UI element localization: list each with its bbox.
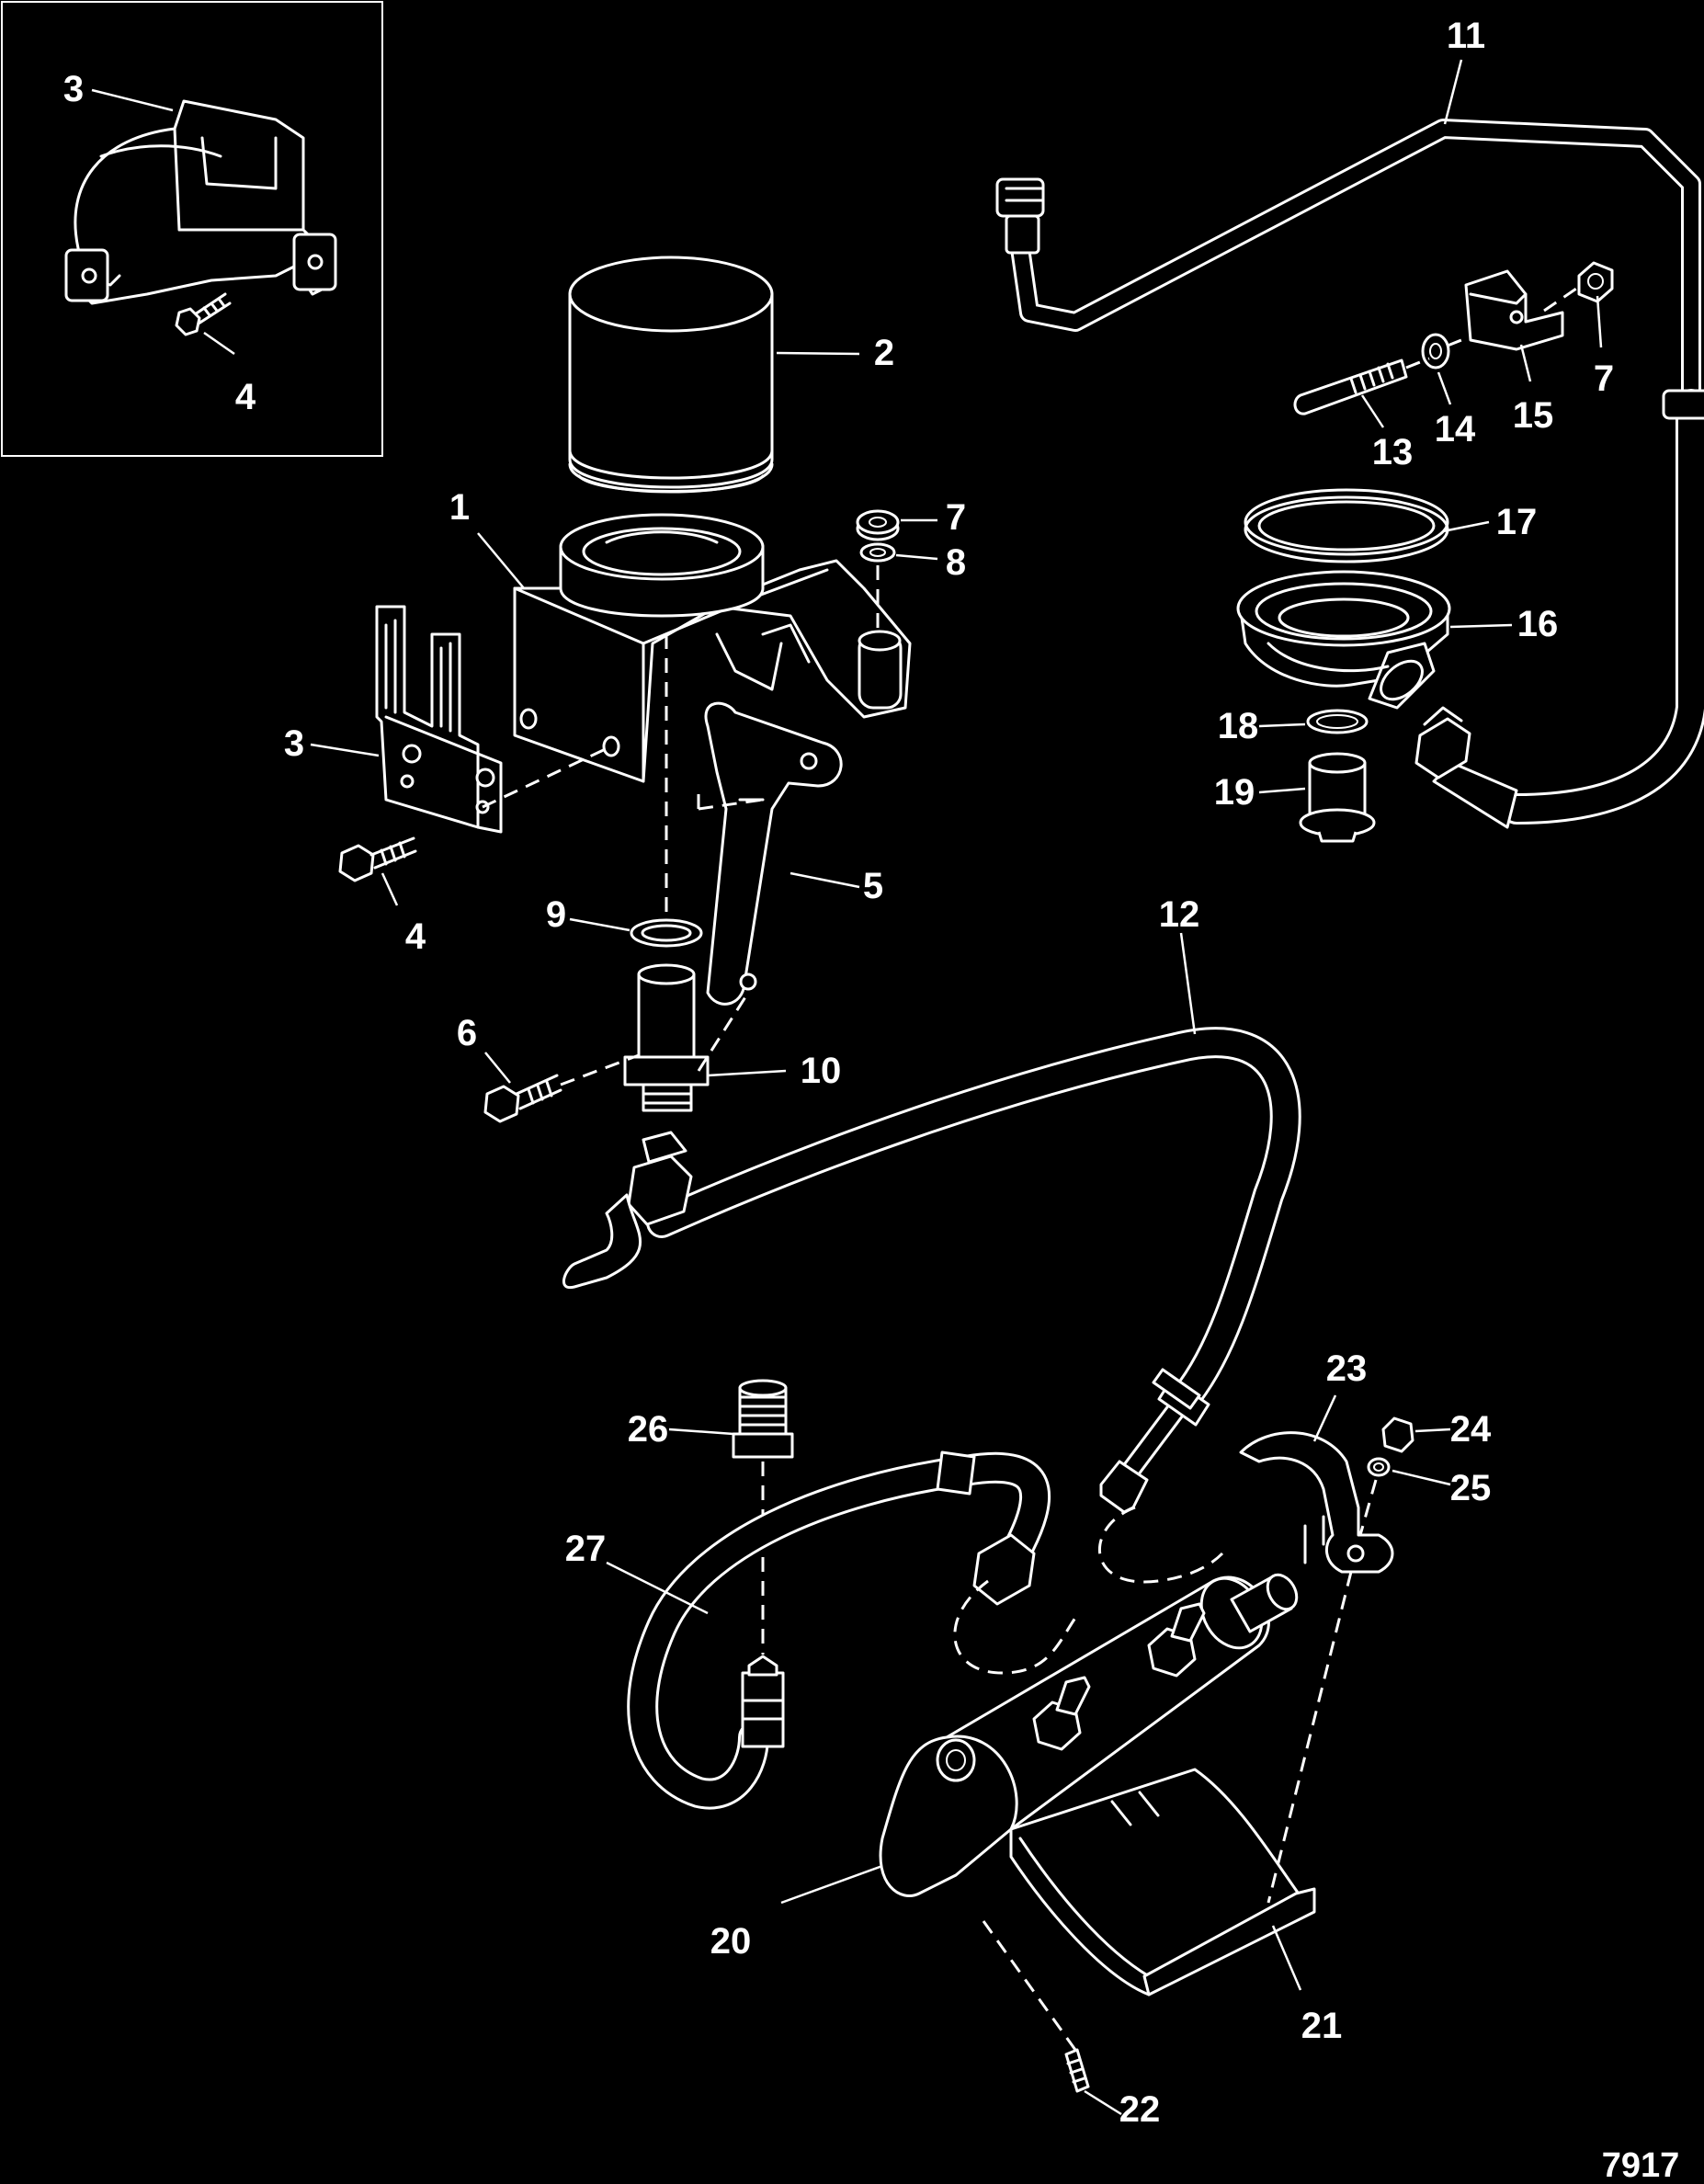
upper-clamp [1239, 1431, 1394, 1574]
nut-and-washer [856, 509, 900, 563]
callout-11: 11 [1447, 16, 1485, 56]
callout-19: 19 [1214, 772, 1255, 813]
callout-26: 26 [628, 1409, 669, 1450]
gasket [1244, 488, 1449, 563]
inlet-fitting [623, 963, 710, 1112]
sealing-washer [630, 918, 703, 948]
fuel-line [995, 119, 1704, 829]
callout-16: 16 [1517, 604, 1559, 644]
callout-8: 8 [946, 542, 966, 583]
callout-3-inset: 3 [63, 69, 84, 109]
callout-7: 7 [946, 497, 966, 538]
callout-22: 22 [1119, 2089, 1161, 2130]
callout-1: 1 [449, 487, 470, 528]
callout-15: 15 [1513, 395, 1554, 436]
callout-13: 13 [1372, 432, 1414, 472]
callout-6: 6 [457, 1013, 477, 1053]
callout-4: 4 [405, 916, 426, 957]
pipe-plug [732, 1379, 794, 1459]
callout-9: 9 [546, 894, 566, 935]
callout-7-right: 7 [1594, 358, 1614, 399]
figure-number: 7917 [1602, 2146, 1680, 2184]
bolt [338, 836, 417, 882]
filter-housing [1236, 570, 1451, 710]
strap-screw [1064, 2048, 1090, 2093]
lower-mounting-strap [1009, 1768, 1316, 1996]
o-ring [1306, 709, 1369, 734]
callout-14: 14 [1435, 409, 1476, 449]
fuel-hose [562, 1027, 1301, 1514]
callout-24: 24 [1450, 1409, 1492, 1450]
support-arm [704, 701, 843, 1006]
callout-17: 17 [1496, 502, 1538, 542]
filter-bracket [513, 513, 912, 783]
callout-5: 5 [863, 866, 883, 906]
return-hose [627, 1450, 1051, 1810]
callout-27: 27 [565, 1529, 607, 1569]
callout-18: 18 [1218, 706, 1259, 746]
callout-21: 21 [1301, 2006, 1343, 2046]
bushing [1299, 752, 1376, 843]
fuel-cooler [879, 1573, 1299, 1897]
inset-panel: 3 4 [1, 1, 383, 457]
inset-bolt [175, 292, 232, 336]
callout-25: 25 [1450, 1468, 1492, 1508]
inset-clamp [64, 99, 337, 305]
callout-20: 20 [710, 1921, 752, 1962]
callout-12: 12 [1159, 894, 1200, 935]
callout-10: 10 [801, 1051, 842, 1091]
fuel-filter [568, 256, 774, 494]
clamp-nut [1367, 1416, 1414, 1477]
callout-4-inset: 4 [235, 377, 256, 417]
screw [483, 1074, 562, 1123]
callout-23: 23 [1326, 1348, 1368, 1389]
callout-2: 2 [874, 333, 894, 373]
callout-3: 3 [284, 723, 304, 764]
mounting-plate [375, 605, 503, 834]
